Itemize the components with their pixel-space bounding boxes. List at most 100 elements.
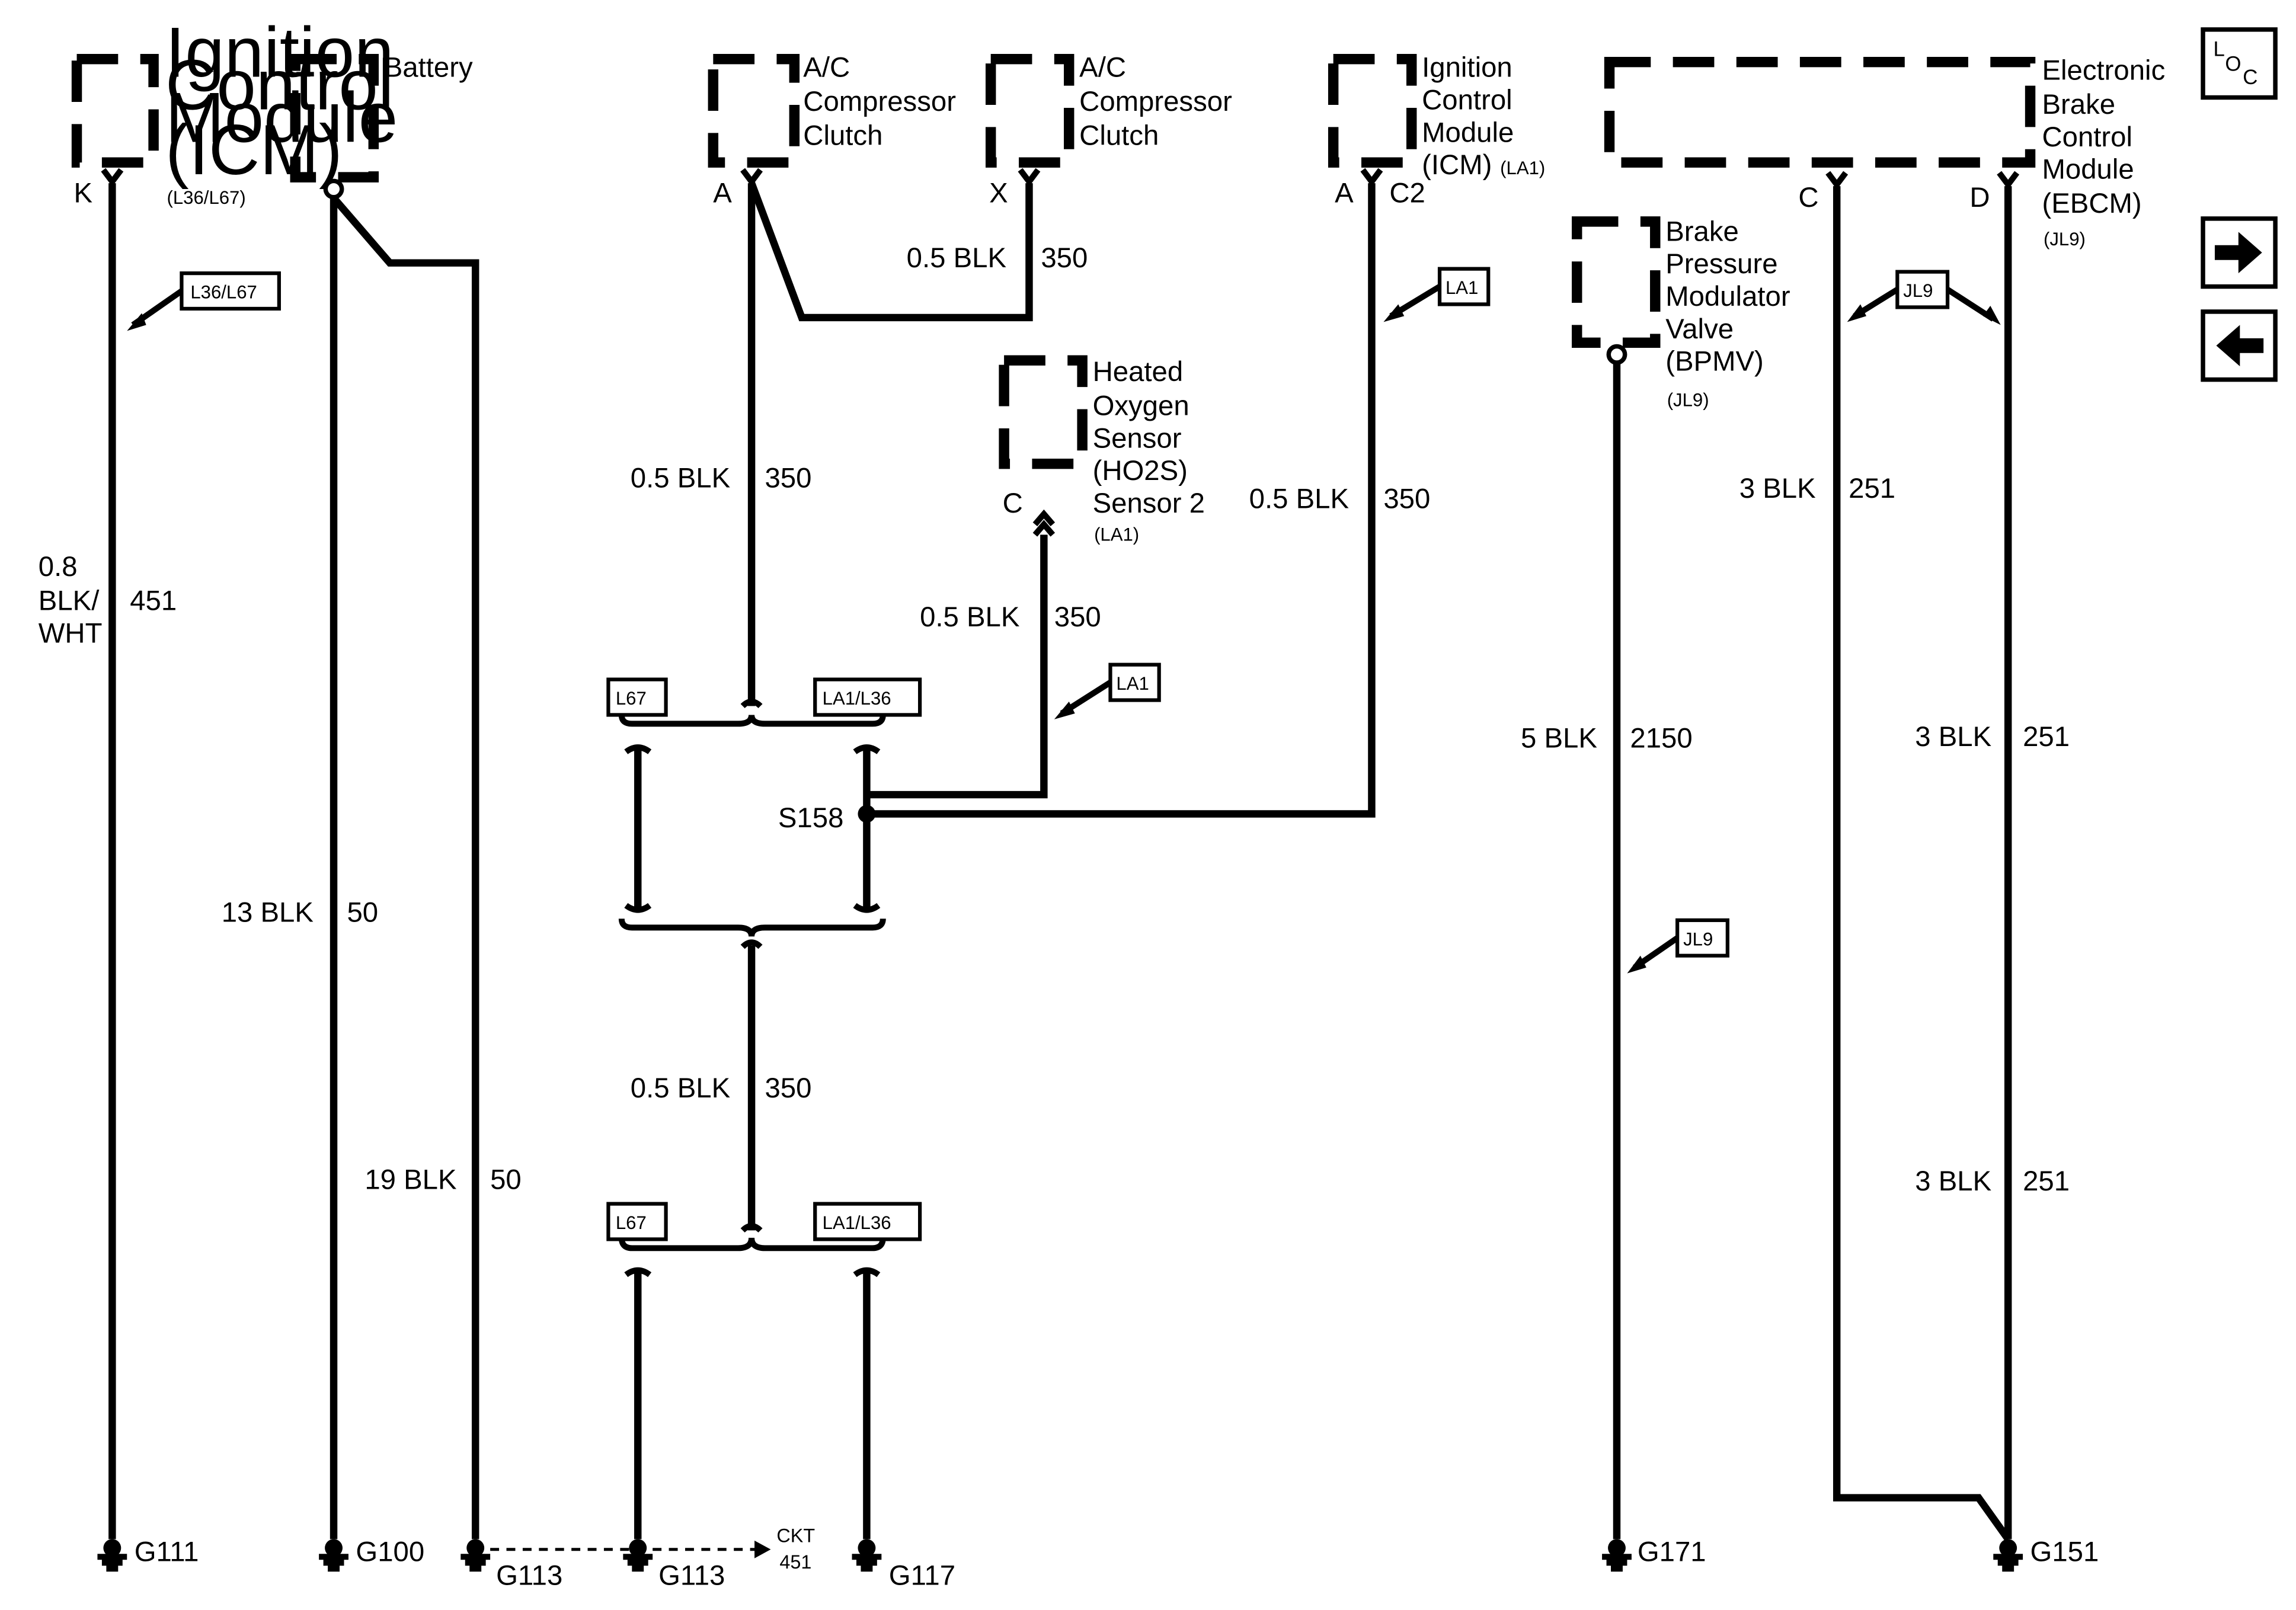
pin-ebcm-c: C [1798, 182, 1818, 213]
icm-right-box[interactable] [1328, 53, 1417, 168]
ho2s-label: Heated Oxygen Sensor (HO2S) Sensor 2 [1093, 356, 1205, 519]
ckt-ref-label: CKT 451 [776, 1525, 820, 1573]
svg-text:L67: L67 [616, 1212, 647, 1233]
wire-label-aca-upper-circuit: 350 [765, 463, 812, 494]
wire-label-icm-right-size: 0.5 BLK [1249, 483, 1350, 514]
wire-label-bpmv-circuit: 2150 [1630, 722, 1692, 754]
svg-text:LA1: LA1 [1116, 673, 1149, 694]
wire-label-ebcm-c-circuit: 251 [1849, 473, 1895, 504]
ground-g100[interactable] [319, 1539, 348, 1572]
wire-label-aca-upper-size: 0.5 BLK [631, 463, 731, 494]
ac-clutch-x-label: A/C Compressor Clutch [1079, 52, 1240, 152]
ground-g113-a[interactable] [461, 1539, 491, 1572]
loc-button[interactable]: L O C [2201, 27, 2278, 100]
pin-icm-right-a: A [1335, 177, 1354, 209]
wire-ac-a-to-x[interactable] [748, 181, 1033, 322]
wire-label-bat13-circuit: 50 [347, 897, 378, 928]
wire-label-icm-k-circuit: 451 [130, 585, 177, 616]
icm-right-option: (LA1) [1500, 158, 1545, 178]
option-brace-bottom [618, 1222, 886, 1278]
wire-label-ebcm-d-upper-size: 3 BLK [1915, 721, 1991, 753]
pin-ac-x: X [989, 177, 1008, 209]
wire-label-bat19-size: 19 BLK [364, 1164, 457, 1196]
ground-g117[interactable] [852, 1539, 882, 1572]
prev-page-button[interactable] [2201, 309, 2278, 382]
ground-g113-b[interactable] [623, 1539, 653, 1572]
connector-ho2s-c [1032, 509, 1056, 537]
svg-text:L36/L67: L36/L67 [190, 282, 257, 303]
wire-label-acx-size: 0.5 BLK [907, 242, 1007, 274]
ac-clutch-a-label: A/C Compressor Clutch [803, 52, 964, 152]
option-tag-l36-l67[interactable]: L36/L67 [127, 271, 281, 331]
svg-text:LA1/L36: LA1/L36 [823, 1212, 891, 1233]
bpmv-box[interactable] [1572, 216, 1661, 348]
ac-clutch-x-box[interactable] [985, 53, 1075, 168]
connector-ebcm-d [1997, 171, 2020, 190]
ground-label-g117: G117 [889, 1560, 955, 1592]
ho2s-box[interactable] [999, 355, 1088, 469]
ground-label-g151: G151 [2030, 1537, 2099, 1568]
wire-icm-right[interactable] [866, 183, 1376, 818]
terminal-battery [323, 178, 344, 200]
wire-label-icm-right-circuit: 350 [1383, 483, 1430, 514]
svg-text:LA1: LA1 [1446, 277, 1478, 298]
ground-g111[interactable] [97, 1539, 127, 1572]
ground-label-g113-a: G113 [496, 1560, 562, 1592]
wire-label-icm-k-size: 0.8 BLK/ WHT [39, 551, 107, 649]
pin-ebcm-d: D [1969, 182, 1990, 213]
ebcm-option: (JL9) [2044, 229, 2086, 249]
icm-left-box[interactable] [71, 53, 159, 168]
svg-text:JL9: JL9 [1903, 280, 1933, 301]
wire-ho2s[interactable] [866, 534, 1048, 799]
svg-text:O: O [2225, 53, 2241, 76]
wire-label-bpmv-size: 5 BLK [1521, 722, 1597, 754]
icm-right-label: Ignition Control Module (ICM) [1422, 52, 1521, 181]
pin-ac-a: A [713, 177, 732, 209]
wire-label-aca-lower-size: 0.5 BLK [631, 1073, 731, 1104]
option-tag-l67-lower[interactable]: L67 [606, 1202, 668, 1241]
wire-label-ebcm-d-lower-size: 3 BLK [1915, 1166, 1991, 1197]
wire-label-bat13-size: 13 BLK [222, 897, 314, 928]
connector-icm-left-k [101, 168, 124, 187]
connector-ac-a [740, 168, 763, 187]
wire-ebcm-c[interactable] [1833, 186, 2012, 1541]
icm-left-option: (L36/L67) [167, 187, 246, 208]
option-tag-jl9-b[interactable]: JL9 [1627, 918, 1729, 974]
battery-box[interactable] [290, 53, 379, 183]
ho2s-option: (LA1) [1094, 524, 1139, 545]
option-brace-lower [618, 902, 886, 949]
connector-ebcm-c [1825, 171, 1849, 190]
option-brace-upper [618, 699, 886, 754]
ground-reference-arrow-icon [754, 1540, 771, 1558]
svg-text:L67: L67 [616, 688, 647, 709]
pin-icm-right-c2: C2 [1389, 177, 1425, 209]
ac-clutch-a-box[interactable] [708, 53, 800, 168]
bpmv-option: (JL9) [1667, 389, 1709, 410]
splice-s158-dot[interactable] [858, 805, 876, 823]
option-tag-la1-l36-lower[interactable]: LA1/L36 [813, 1202, 922, 1241]
option-tag-la1-l36-upper[interactable]: LA1/L36 [813, 677, 922, 717]
ground-label-g113-b: G113 [658, 1560, 725, 1592]
ebcm-box[interactable] [1604, 56, 2036, 168]
ground-g171[interactable] [1602, 1539, 1632, 1572]
option-tag-l67-upper[interactable]: L67 [606, 677, 668, 717]
option-tag-la1-b[interactable]: LA1 [1054, 662, 1161, 719]
icm-left-label: Ignition Control Module (ICM) [165, 14, 417, 190]
wire-label-aca-lower-circuit: 350 [765, 1073, 812, 1104]
svg-text:C: C [2243, 66, 2257, 89]
connector-icm-right-a [1360, 168, 1383, 187]
wire-battery-g113[interactable] [331, 195, 479, 1539]
option-tag-jl9-a[interactable]: JL9 [1847, 270, 2001, 325]
ebcm-label: Electronic Brake Control Module (EBCM) [2042, 55, 2173, 219]
ground-label-g111: G111 [135, 1537, 199, 1568]
wire-label-ebcm-d-lower-circuit: 251 [2023, 1166, 2070, 1197]
ground-g151[interactable] [1993, 1539, 2023, 1572]
battery-label: Battery [384, 52, 473, 84]
connector-ac-x [1018, 168, 1041, 187]
bpmv-label: Brake Pressure Modulator Valve (BPMV) [1665, 216, 1798, 377]
next-page-button[interactable] [2201, 216, 2278, 289]
terminal-bpmv [1606, 344, 1627, 365]
pin-icm-left-k: K [74, 177, 93, 209]
option-tag-la1-a[interactable]: LA1 [1383, 267, 1491, 322]
